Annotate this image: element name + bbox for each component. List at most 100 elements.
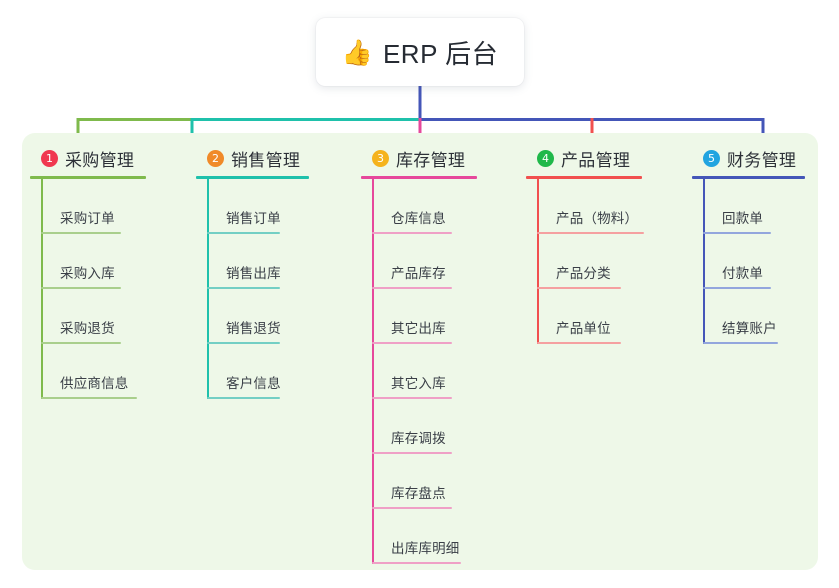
- branch-item-label: 产品（物料）: [556, 211, 639, 226]
- branch-item-rule: [372, 397, 452, 399]
- branch-header-2[interactable]: 2 销售管理: [196, 146, 309, 170]
- branch-item-rule: [372, 287, 452, 289]
- branch-index-badge: 1: [41, 149, 58, 167]
- branch-header-rule: [30, 176, 146, 179]
- branch-item-label: 销售退货: [226, 321, 281, 336]
- branch-item-rule: [207, 232, 280, 234]
- branch-item-rule: [537, 342, 621, 344]
- branch-item[interactable]: 产品分类: [537, 234, 644, 289]
- branch-item[interactable]: 付款单: [703, 234, 805, 289]
- branch-item-rule: [207, 397, 280, 399]
- branch-header-rule: [526, 176, 642, 179]
- branch-item[interactable]: 销售出库: [207, 234, 309, 289]
- branch-item-label: 回款单: [722, 211, 764, 226]
- branch-spine: [207, 179, 209, 399]
- branch-item[interactable]: 结算账户: [703, 289, 805, 344]
- branch-item-rule: [207, 287, 280, 289]
- branch-item[interactable]: 库存盘点: [372, 454, 477, 509]
- branch-item[interactable]: 客户信息: [207, 344, 309, 399]
- branch-item-rule: [41, 287, 121, 289]
- branch-header-1[interactable]: 1 采购管理: [30, 146, 146, 170]
- branch-header-rule: [692, 176, 805, 179]
- branch-item-label: 其它入库: [391, 376, 446, 391]
- branch-item-rule: [207, 342, 280, 344]
- branch-index-badge: 2: [207, 149, 224, 167]
- branch-panel: [22, 133, 818, 570]
- branch-item-rule: [372, 507, 452, 509]
- branch-item[interactable]: 仓库信息: [372, 179, 477, 234]
- branch-title: 销售管理: [231, 150, 301, 170]
- branch-item-label: 采购入库: [60, 266, 115, 281]
- branch-item[interactable]: 销售订单: [207, 179, 309, 234]
- branch-item[interactable]: 其它出库: [372, 289, 477, 344]
- branch-item-rule: [372, 342, 452, 344]
- branch-item-rule: [703, 232, 771, 234]
- branch-header-rule: [361, 176, 477, 179]
- branch-item[interactable]: 其它入库: [372, 344, 477, 399]
- branch-item[interactable]: 回款单: [703, 179, 805, 234]
- branch-item[interactable]: 销售退货: [207, 289, 309, 344]
- branch-item-label: 采购订单: [60, 211, 115, 226]
- branch-item-label: 产品单位: [556, 321, 611, 336]
- thumbs-up-icon: 👍: [341, 37, 373, 67]
- branch-item[interactable]: 采购退货: [41, 289, 146, 344]
- branch-spine: [703, 179, 705, 344]
- branch-item[interactable]: 出库库明细: [372, 509, 477, 564]
- branch-item-list: 回款单付款单结算账户: [692, 179, 805, 344]
- branch-item-rule: [372, 562, 461, 564]
- branch-column-5: 5 财务管理回款单付款单结算账户: [692, 146, 805, 344]
- branch-item-rule: [372, 452, 452, 454]
- branch-spine: [41, 179, 43, 399]
- branch-item-rule: [537, 232, 644, 234]
- branch-column-1: 1 采购管理采购订单采购入库采购退货供应商信息: [30, 146, 146, 399]
- branch-index-badge: 4: [537, 149, 554, 167]
- branch-item[interactable]: 供应商信息: [41, 344, 146, 399]
- branch-item-rule: [372, 232, 452, 234]
- branch-item-label: 客户信息: [226, 376, 281, 391]
- branch-item-list: 产品（物料） 产品分类产品单位: [526, 179, 644, 344]
- branch-item[interactable]: 产品（物料）: [537, 179, 644, 234]
- branch-item[interactable]: 采购订单: [41, 179, 146, 234]
- branch-spine: [537, 179, 539, 344]
- branch-title: 库存管理: [396, 150, 466, 170]
- root-title: ERP 后台: [382, 38, 499, 69]
- branch-item-label: 采购退货: [60, 321, 115, 336]
- branch-header-3[interactable]: 3 库存管理: [361, 146, 477, 170]
- branch-column-2: 2 销售管理销售订单销售出库销售退货客户信息: [196, 146, 309, 399]
- branch-item-label: 库存盘点: [391, 486, 446, 501]
- branch-item-label: 结算账户: [722, 321, 777, 336]
- branch-title: 产品管理: [561, 150, 631, 170]
- branch-item-label: 产品分类: [556, 266, 611, 281]
- branch-column-4: 4 产品管理产品（物料） 产品分类产品单位: [526, 146, 644, 344]
- branch-item-label: 供应商信息: [60, 376, 129, 391]
- branch-item-label: 库存调拨: [391, 431, 446, 446]
- branch-item-label: 付款单: [722, 266, 764, 281]
- branch-title: 财务管理: [727, 150, 797, 170]
- branch-index-badge: 3: [372, 149, 389, 167]
- branch-item-label: 其它出库: [391, 321, 446, 336]
- branch-spine: [372, 179, 374, 564]
- branch-item[interactable]: 库存调拨: [372, 399, 477, 454]
- branch-item-list: 销售订单销售出库销售退货客户信息: [196, 179, 309, 399]
- branch-item-rule: [537, 287, 621, 289]
- branch-index-badge: 5: [703, 149, 720, 167]
- branch-column-3: 3 库存管理仓库信息产品库存其它出库其它入库库存调拨库存盘点出库库明细: [361, 146, 477, 564]
- branch-item-label: 销售订单: [226, 211, 281, 226]
- branch-header-rule: [196, 176, 309, 179]
- branch-item[interactable]: 产品单位: [537, 289, 644, 344]
- branch-item-list: 仓库信息产品库存其它出库其它入库库存调拨库存盘点出库库明细: [361, 179, 477, 564]
- branch-title: 采购管理: [65, 150, 135, 170]
- branch-header-4[interactable]: 4 产品管理: [526, 146, 644, 170]
- branch-item-label: 仓库信息: [391, 211, 446, 226]
- branch-item-label: 出库库明细: [391, 541, 460, 556]
- branch-item-label: 销售出库: [226, 266, 281, 281]
- branch-item[interactable]: 产品库存: [372, 234, 477, 289]
- branch-item-rule: [703, 287, 771, 289]
- branch-item-list: 采购订单采购入库采购退货供应商信息: [30, 179, 146, 399]
- branch-header-5[interactable]: 5 财务管理: [692, 146, 805, 170]
- branch-item-rule: [41, 342, 121, 344]
- root-node[interactable]: 👍 ERP 后台: [316, 18, 524, 86]
- branch-item-rule: [41, 232, 121, 234]
- branch-item[interactable]: 采购入库: [41, 234, 146, 289]
